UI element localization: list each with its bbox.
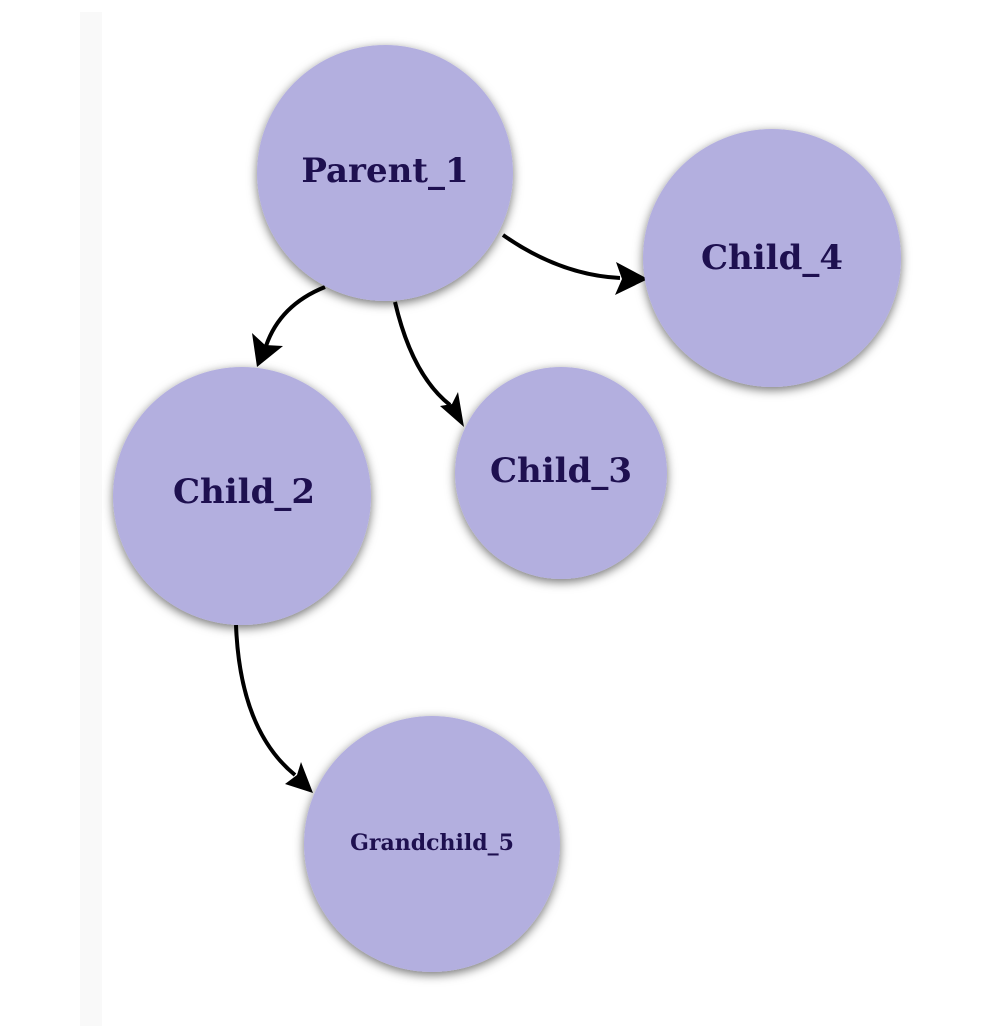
edge-parent1-child3 [393,301,452,407]
edge-parent1-child4 [501,233,621,280]
edges [234,233,648,793]
node-parent-1[interactable]: Parent_1 [257,45,513,301]
node-child-3[interactable]: Child_3 [455,367,667,579]
node-label: Child_4 [701,238,843,278]
left-margin-strip [80,12,102,1026]
node-circle [643,129,901,387]
node-label: Grandchild_5 [350,830,514,856]
node-label: Parent_1 [301,151,468,191]
node-label: Child_3 [490,451,632,491]
arrowhead-child2 [252,333,283,367]
node-child-2[interactable]: Child_2 [113,367,371,625]
edge-parent1-child2 [264,285,326,347]
node-circle [257,45,513,301]
node-grandchild-5[interactable]: Grandchild_5 [304,716,560,972]
node-circle [113,367,371,625]
edge-child2-grandchild5 [234,624,297,777]
arrowhead-grandchild5 [285,762,313,793]
node-circle [304,716,560,972]
arrowhead-child4 [615,262,648,295]
node-child-4[interactable]: Child_4 [643,129,901,387]
node-circle [455,367,667,579]
arrowhead-child3 [440,392,464,427]
node-label: Child_2 [173,472,315,512]
